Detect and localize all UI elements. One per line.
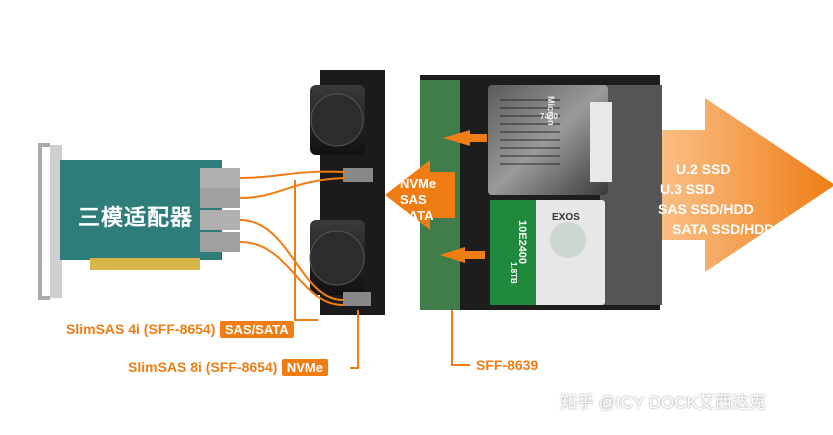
arrow-into-micron xyxy=(443,130,487,146)
leader-lines xyxy=(294,180,470,369)
protocol-arrow xyxy=(385,160,455,230)
connector-slimsas8i: SlimSAS 8i (SFF-8654) NVMe xyxy=(128,359,328,377)
connector-slimsas8i-name: SlimSAS 8i (SFF-8654) xyxy=(128,359,278,375)
protocol-label-nvme: NVMe xyxy=(400,176,437,191)
adapter-title: 三模适配器 xyxy=(78,205,194,230)
adapter-card xyxy=(38,143,240,300)
micron-model-label: 7400 xyxy=(540,112,558,121)
exos-capacity-label: 1.8TB xyxy=(509,262,518,284)
protocol-label-group: NVMe SAS SATA xyxy=(400,176,436,224)
protocol-label-sata: SATA xyxy=(400,208,434,223)
exos-model-label: 10E2400 xyxy=(516,220,528,265)
micron-label: Micron xyxy=(546,96,556,126)
exos-brand-label: EXOS xyxy=(552,212,580,223)
connector-slimsas8i-tag: NVMe xyxy=(281,359,328,376)
connector-slimsas4i: SlimSAS 4i (SFF-8654) SAS/SATA xyxy=(66,321,294,339)
arrow-into-exos xyxy=(440,247,485,263)
drive-type-u2: U.2 SSD xyxy=(676,161,731,177)
drive-cage xyxy=(420,75,662,310)
big-input-arrow xyxy=(607,98,833,272)
drive-type-sata: SATA SSD/HDD xyxy=(672,221,775,237)
watermark: 知乎 @ICY DOCK艾西达克 xyxy=(560,393,766,412)
drive-type-sas: SAS SSD/HDD xyxy=(658,201,754,217)
connector-sff8639: SFF-8639 xyxy=(476,357,539,373)
backplane-module xyxy=(309,70,385,315)
protocol-label-sas: SAS xyxy=(400,192,427,207)
connector-slimsas4i-tag: SAS/SATA xyxy=(219,321,294,338)
drive-type-u3: U.3 SSD xyxy=(660,181,715,197)
connector-slimsas4i-name: SlimSAS 4i (SFF-8654) xyxy=(66,321,216,337)
